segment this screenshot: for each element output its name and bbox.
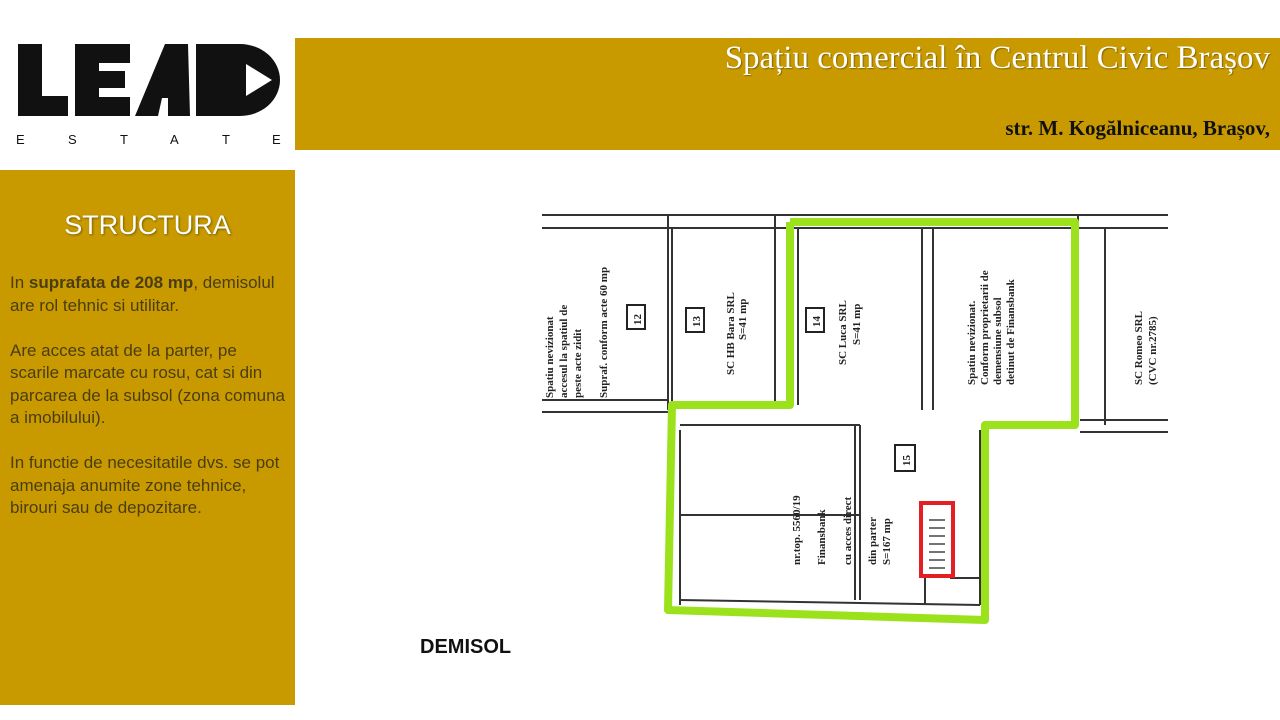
- label: S=41 mp: [851, 304, 863, 345]
- paragraph-usage: In functie de necesitatile dvs. se pot a…: [10, 453, 280, 517]
- stairs-marker: [919, 501, 955, 578]
- label: SC HB Bara SRL: [725, 292, 737, 375]
- highlighted-area-outline: [664, 218, 1079, 624]
- label: SC Romeo SRL: [1133, 311, 1145, 385]
- header-banner: Spațiu comercial în Centrul Civic Brașov…: [295, 38, 1280, 150]
- label: Conform proprietarii de: [979, 270, 991, 385]
- room-13: 13: [691, 316, 703, 328]
- label: cu acces direct: [842, 496, 854, 565]
- stairs-icon: [929, 519, 945, 569]
- room-12: 12: [632, 314, 644, 326]
- text: In: [10, 273, 29, 292]
- svg-text:A: A: [170, 132, 179, 147]
- area-highlight: suprafata de 208 mp: [28, 273, 194, 292]
- label: S=41 mp: [737, 299, 749, 340]
- page-title: Spațiu comercial în Centrul Civic Brașov: [724, 40, 1270, 76]
- paragraph-access: Are acces atat de la parter, pe scarile …: [10, 340, 285, 428]
- svg-text:T: T: [120, 132, 128, 147]
- room-14: 14: [811, 316, 823, 328]
- label: Supraf. conform acte 60 mp: [598, 267, 610, 398]
- svg-text:T: T: [222, 132, 230, 147]
- text: , demisolul are rol tehnic si utilitar.: [10, 273, 275, 315]
- label: (CVC nr.2785): [1147, 316, 1159, 385]
- address-subtitle: str. M. Kogălniceanu, Brașov,: [1005, 116, 1270, 140]
- label: Spatiu nevizionat: [544, 316, 556, 398]
- label: peste acte zidit: [572, 329, 584, 398]
- room-number-boxes: [626, 304, 916, 472]
- label: nr.top. 5560/19: [791, 495, 803, 565]
- label: demensiune subsol: [992, 297, 1004, 385]
- label: din parter: [867, 517, 879, 565]
- label: Spatiu nevizionat.: [966, 300, 978, 385]
- paragraph-area: In suprafata de 208 mp, demisolul are ro…: [10, 272, 290, 317]
- plan-caption: DEMISOL: [420, 636, 512, 658]
- svg-text:S: S: [68, 132, 77, 147]
- label: S=167 mp: [881, 518, 893, 565]
- svg-text:E: E: [272, 132, 281, 147]
- room-15: 15: [901, 455, 913, 467]
- label: Finansbank: [816, 508, 828, 565]
- panel-body: In suprafata de 208 mp, demisolul are ro…: [10, 272, 290, 542]
- plan-walls: [542, 214, 1168, 606]
- label: accesul la spatiul de: [558, 305, 570, 398]
- structure-panel: STRUCTURA In suprafata de 208 mp, demiso…: [0, 170, 295, 705]
- label: detinut de Finansbank: [1005, 278, 1017, 385]
- svg-text:E: E: [16, 132, 25, 147]
- label: SC Luca SRL: [837, 300, 849, 365]
- panel-heading: STRUCTURA: [64, 210, 231, 240]
